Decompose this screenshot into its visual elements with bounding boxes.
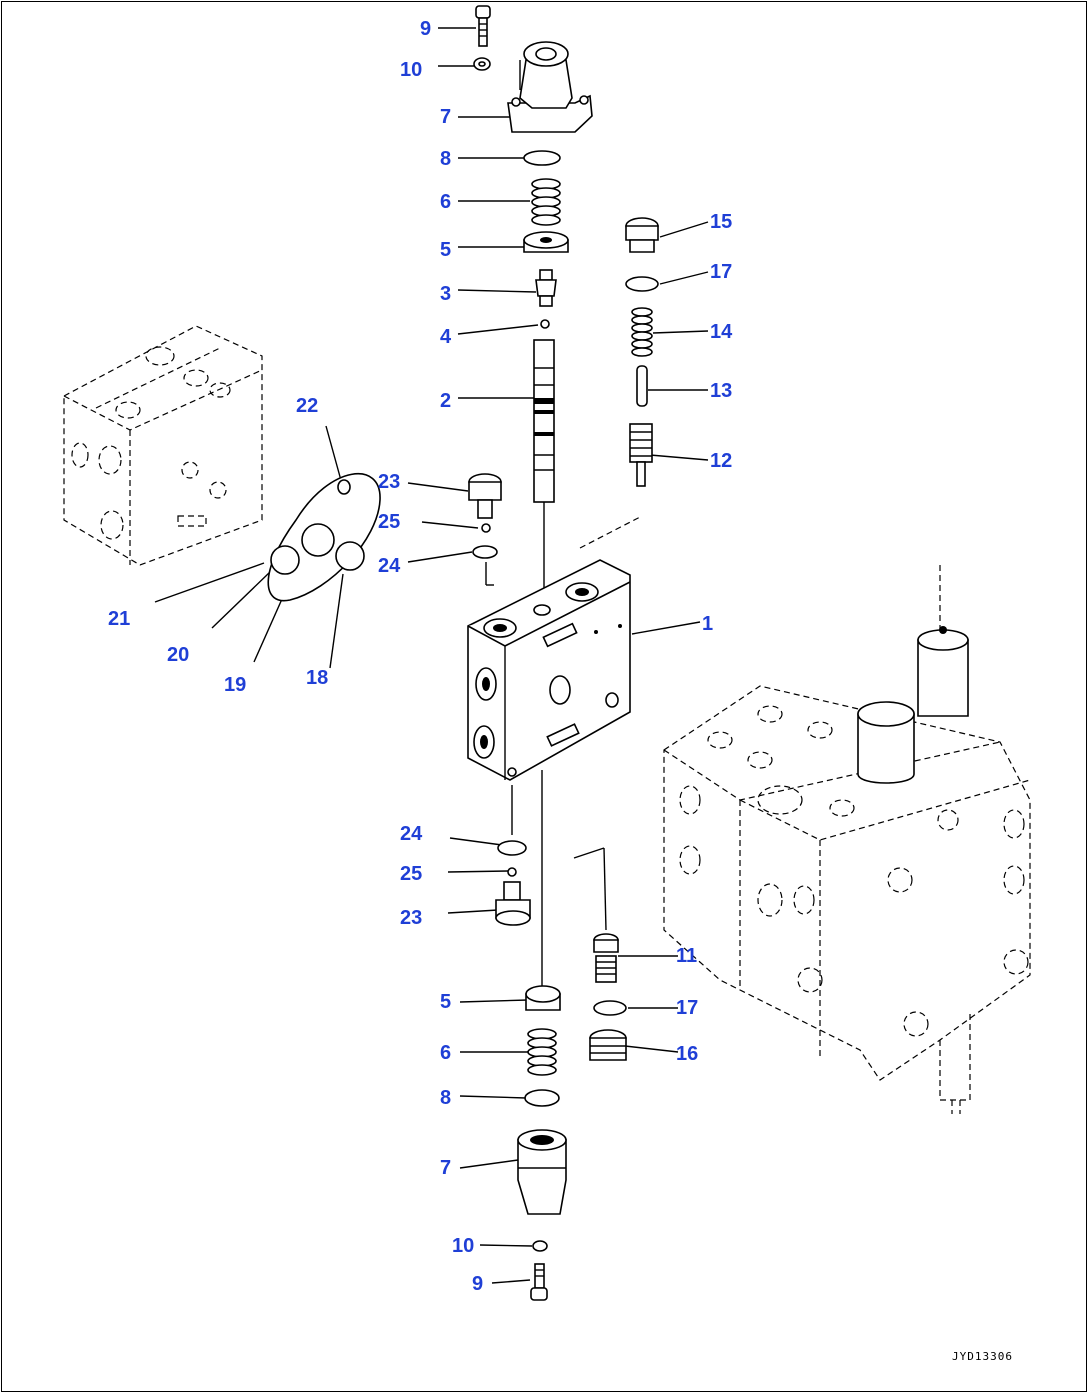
callout-4: 4 <box>440 326 452 348</box>
o-ring-17-top <box>625 276 659 292</box>
callout-8-top: 8 <box>440 148 452 170</box>
callout-7-bottom: 7 <box>440 1157 452 1179</box>
bolt-9-top <box>475 5 491 47</box>
washer-10-top <box>473 57 491 71</box>
callout-25-bottom: 25 <box>400 863 423 885</box>
plug-15 <box>625 217 659 253</box>
callout-9-top: 9 <box>420 18 432 40</box>
callout-22: 22 <box>296 395 319 417</box>
ball-4 <box>540 319 550 329</box>
plug-16 <box>589 1029 627 1061</box>
callout-1: 1 <box>702 613 714 635</box>
o-ring-25-bottom <box>507 867 517 877</box>
callout-5-bottom: 5 <box>440 991 452 1013</box>
valve-12 <box>629 423 653 487</box>
leader-lines <box>154 27 709 1284</box>
callout-12: 12 <box>710 450 733 472</box>
valve-section-1 <box>467 559 631 781</box>
callout-10-top: 10 <box>400 59 423 81</box>
callout-23-top: 23 <box>378 471 401 493</box>
callout-3: 3 <box>440 283 452 305</box>
spool-2 <box>533 339 555 503</box>
o-ring-25-top <box>481 523 491 533</box>
spring-14 <box>631 307 653 357</box>
callout-16: 16 <box>676 1043 699 1065</box>
o-ring-8-bottom <box>524 1089 560 1107</box>
callout-21: 21 <box>108 608 131 630</box>
callout-25-top: 25 <box>378 511 401 533</box>
cover-7-bottom <box>517 1129 567 1215</box>
callout-6-bottom: 6 <box>440 1042 452 1064</box>
plug-23-top <box>468 473 502 519</box>
gasket-plate-21 <box>267 473 381 602</box>
retainer-5-bottom <box>525 985 561 1011</box>
pin-13 <box>636 365 648 407</box>
callout-9-bottom: 9 <box>472 1273 484 1295</box>
hole-22 <box>337 479 351 495</box>
callout-17-bottom: 17 <box>676 997 699 1019</box>
callout-24-top: 24 <box>378 555 401 577</box>
callout-8-bottom: 8 <box>440 1087 452 1109</box>
callout-13: 13 <box>710 380 733 402</box>
valve-3 <box>535 269 557 307</box>
callout-11: 11 <box>676 945 698 967</box>
right-valve-context <box>663 626 1031 1114</box>
callout-2: 2 <box>440 390 452 412</box>
callout-6-top: 6 <box>440 191 452 213</box>
spring-6-bottom <box>527 1028 557 1076</box>
callout-19: 19 <box>224 674 247 696</box>
callout-10-bottom: 10 <box>452 1235 475 1257</box>
o-ring-8-top <box>523 150 561 166</box>
valve-11 <box>593 933 619 983</box>
hole-19 <box>301 523 335 557</box>
hole-18 <box>335 541 365 571</box>
o-ring-24-bottom <box>497 840 527 856</box>
bolt-9-bottom <box>530 1263 548 1301</box>
callout-24-bottom: 24 <box>400 823 423 845</box>
callout-5-top: 5 <box>440 239 452 261</box>
o-ring-24-top <box>472 545 498 559</box>
callout-14: 14 <box>710 321 733 343</box>
callout-20: 20 <box>167 644 190 666</box>
callout-7-top: 7 <box>440 106 452 128</box>
hole-20 <box>270 545 300 575</box>
spring-6-top <box>531 178 561 226</box>
retainer-5-top <box>523 231 569 253</box>
callout-15: 15 <box>710 211 733 233</box>
drawing-code: JYD13306 <box>952 1350 1013 1363</box>
washer-10-bottom <box>532 1240 548 1252</box>
callout-18: 18 <box>306 667 329 689</box>
cover-7-top <box>507 41 593 133</box>
callout-17-top: 17 <box>710 261 733 283</box>
plug-23-bottom <box>495 881 531 926</box>
o-ring-17-bottom <box>593 1000 627 1016</box>
axis-lines <box>485 60 941 990</box>
callout-23-bottom: 23 <box>400 907 423 929</box>
left-valve-context <box>63 325 263 566</box>
